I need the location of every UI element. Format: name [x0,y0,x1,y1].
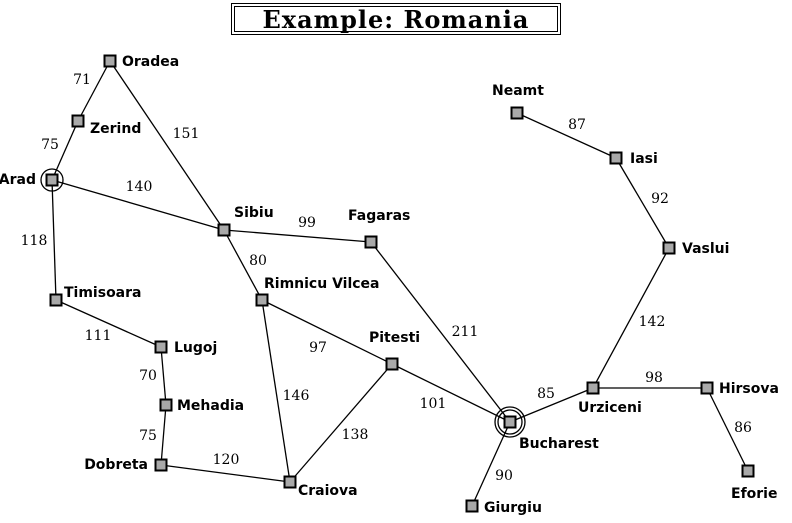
distance-label-urziceni-vaslui: 142 [639,314,666,330]
distance-label-arad-sibiu: 140 [126,179,153,195]
city-label-vaslui: Vaslui [682,241,729,257]
distance-label-urziceni-hirsova: 98 [645,370,663,386]
city-node-lugoj[interactable] [154,340,168,354]
city-node-arad[interactable] [45,173,59,187]
city-node-dobreta[interactable] [154,458,168,472]
city-node-timisoara[interactable] [49,293,63,307]
distance-label-sibiu-rimnicu: 80 [249,253,267,269]
distance-label-sibiu-fagaras: 99 [298,215,316,231]
city-node-eforie[interactable] [741,464,755,478]
city-label-neamt: Neamt [492,83,544,99]
road-iasi-neamt [516,112,617,159]
city-node-pitesti[interactable] [385,357,399,371]
diagram-title: Example: Romania [234,5,558,34]
distance-label-timisoara-lugoj: 111 [85,328,112,344]
city-node-zerind[interactable] [71,114,85,128]
road-rimnicu-pitesti [261,299,393,365]
city-node-neamt[interactable] [510,106,524,120]
road-fagaras-bucharest [370,241,511,423]
city-label-bucharest: Bucharest [519,436,599,452]
city-node-iasi[interactable] [609,151,623,165]
city-label-sibiu: Sibiu [234,205,274,221]
city-node-urziceni[interactable] [586,381,600,395]
distance-label-rimnicu-pitesti: 97 [309,340,327,356]
distance-label-craiova-pitesti: 138 [342,427,369,443]
city-label-rimnicu: Rimnicu Vilcea [264,276,380,292]
road-pitesti-bucharest [391,363,511,423]
distance-label-bucharest-urziceni: 85 [537,386,555,402]
city-label-zerind: Zerind [90,121,141,137]
road-mehadia-dobreta [160,404,167,466]
city-node-hirsova[interactable] [700,381,714,395]
city-label-giurgiu: Giurgiu [484,500,542,516]
distance-label-mehadia-dobreta: 75 [139,428,157,444]
city-node-mehadia[interactable] [159,398,173,412]
city-node-fagaras[interactable] [364,235,378,249]
city-node-oradea[interactable] [103,54,117,68]
city-label-fagaras: Fagaras [348,208,410,224]
distance-label-fagaras-bucharest: 211 [452,324,479,340]
distance-label-pitesti-bucharest: 101 [420,396,447,412]
distance-label-dobreta-craiova: 120 [213,452,240,468]
distance-label-iasi-neamt: 87 [568,117,586,133]
city-label-mehadia: Mehadia [177,398,244,414]
road-lugoj-mehadia [160,346,167,406]
city-label-timisoara: Timisoara [64,285,142,301]
distance-label-arad-timisoara: 118 [21,233,48,249]
city-label-dobreta: Dobreta [84,457,148,473]
road-timisoara-lugoj [55,299,162,348]
city-label-oradea: Oradea [122,54,179,70]
city-node-sibiu[interactable] [217,223,231,237]
road-craiova-pitesti [289,363,393,483]
distance-label-rimnicu-craiova: 146 [283,388,310,404]
city-label-hirsova: Hirsova [719,381,779,397]
city-label-eforie: Eforie [731,486,777,502]
title-frame: Example: Romania [231,3,561,35]
goal-city-outer-ring [497,409,523,435]
distance-label-oradea-zerind: 71 [73,72,91,88]
city-node-vaslui[interactable] [662,241,676,255]
road-arad-sibiu [51,179,225,231]
city-node-bucharest[interactable] [503,415,517,429]
city-label-pitesti: Pitesti [369,330,420,346]
distance-label-bucharest-giurgiu: 90 [495,468,513,484]
road-oradea-sibiu [109,60,225,231]
road-hirsova-eforie [706,387,749,472]
city-label-lugoj: Lugoj [174,340,217,356]
city-label-iasi: Iasi [630,151,658,167]
city-label-arad: Arad [0,172,36,188]
goal-city-ring [494,406,526,438]
road-bucharest-giurgiu [471,421,511,507]
city-label-craiova: Craiova [298,483,358,499]
road-vaslui-iasi [615,157,670,249]
distance-label-zerind-arad: 75 [41,137,59,153]
distance-label-vaslui-iasi: 92 [651,191,669,207]
city-node-giurgiu[interactable] [465,499,479,513]
city-node-rimnicu[interactable] [255,293,269,307]
start-city-ring [40,168,64,192]
road-sibiu-fagaras [223,229,372,243]
road-oradea-zerind [77,60,111,122]
road-sibiu-rimnicu [223,229,263,301]
road-rimnicu-craiova [261,299,291,483]
road-dobreta-craiova [160,464,291,483]
city-label-urziceni: Urziceni [578,400,642,416]
distance-label-lugoj-mehadia: 70 [139,368,157,384]
distance-label-hirsova-eforie: 86 [734,420,752,436]
distance-label-oradea-sibiu: 151 [173,126,200,142]
road-arad-timisoara [51,179,57,301]
city-node-craiova[interactable] [283,475,297,489]
road-urziceni-vaslui [592,247,670,389]
